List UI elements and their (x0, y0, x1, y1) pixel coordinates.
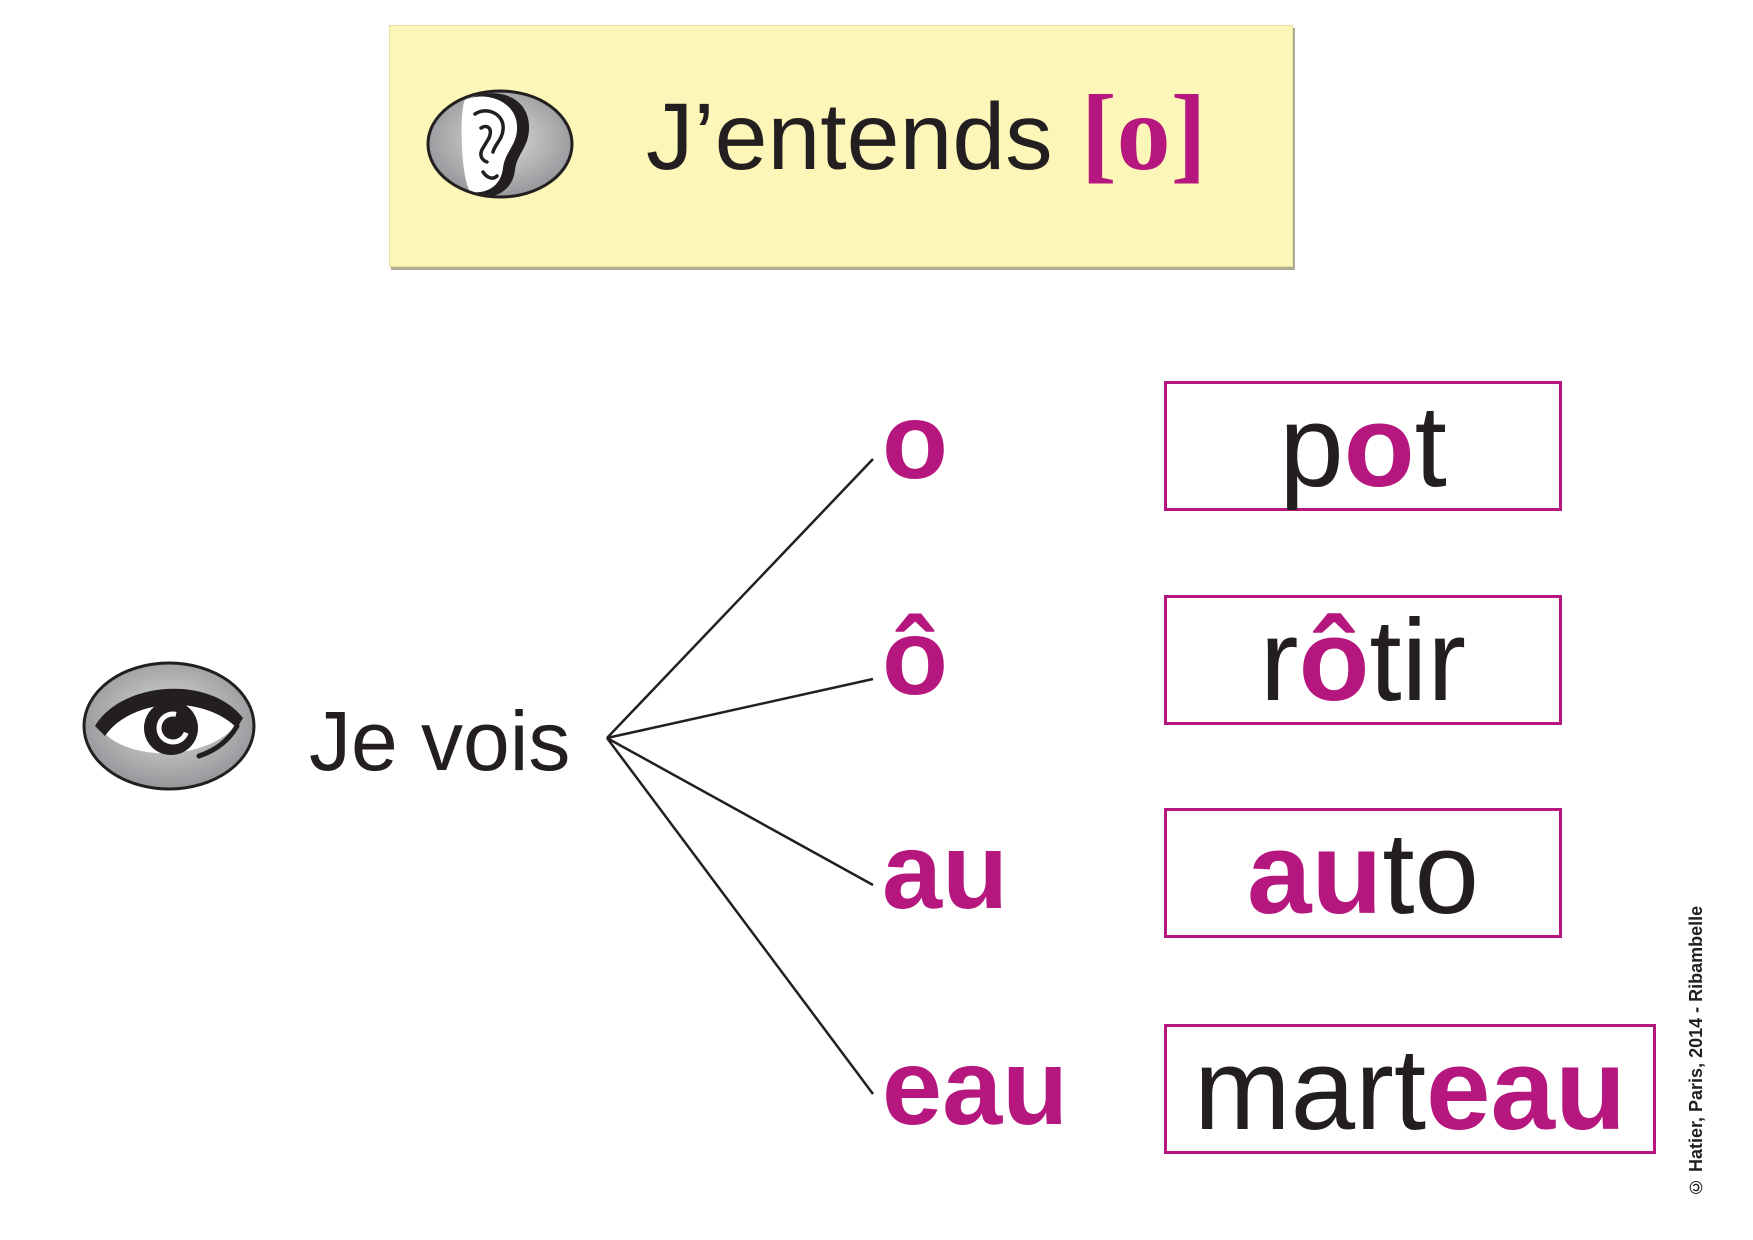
word-part: r (1259, 595, 1299, 725)
branch-line-o-circumflex (606, 677, 874, 740)
copyright-notice: © Hatier, Paris, 2014 - Ribambelle (1686, 905, 1706, 1197)
branch-line-eau (605, 737, 875, 1095)
word-part-highlight: eau (1426, 1024, 1626, 1154)
eye-icon (82, 661, 256, 791)
word-part: tir (1369, 595, 1467, 725)
ear-icon (426, 89, 574, 199)
grapheme-eau: eau (882, 1026, 1069, 1147)
grapheme-o: o (882, 380, 948, 501)
word-part-highlight: o (1343, 381, 1415, 511)
see-label: Je vois (309, 694, 571, 788)
word-part: mart (1194, 1024, 1427, 1154)
title-phoneme: [o] (1080, 74, 1207, 193)
word-part: to (1382, 808, 1480, 938)
word-part-highlight: au (1246, 808, 1383, 938)
grapheme-o-circumflex: ô (882, 596, 948, 717)
branch-line-au (606, 736, 874, 887)
branch-line-o (606, 458, 874, 739)
grapheme-au: au (882, 810, 1009, 931)
word-part: p (1279, 381, 1344, 511)
title-text: J’entends (646, 84, 1053, 190)
word-part: t (1414, 381, 1447, 511)
word-part-highlight: ô (1298, 595, 1370, 725)
page-title: J’entends [o] (646, 80, 1207, 188)
